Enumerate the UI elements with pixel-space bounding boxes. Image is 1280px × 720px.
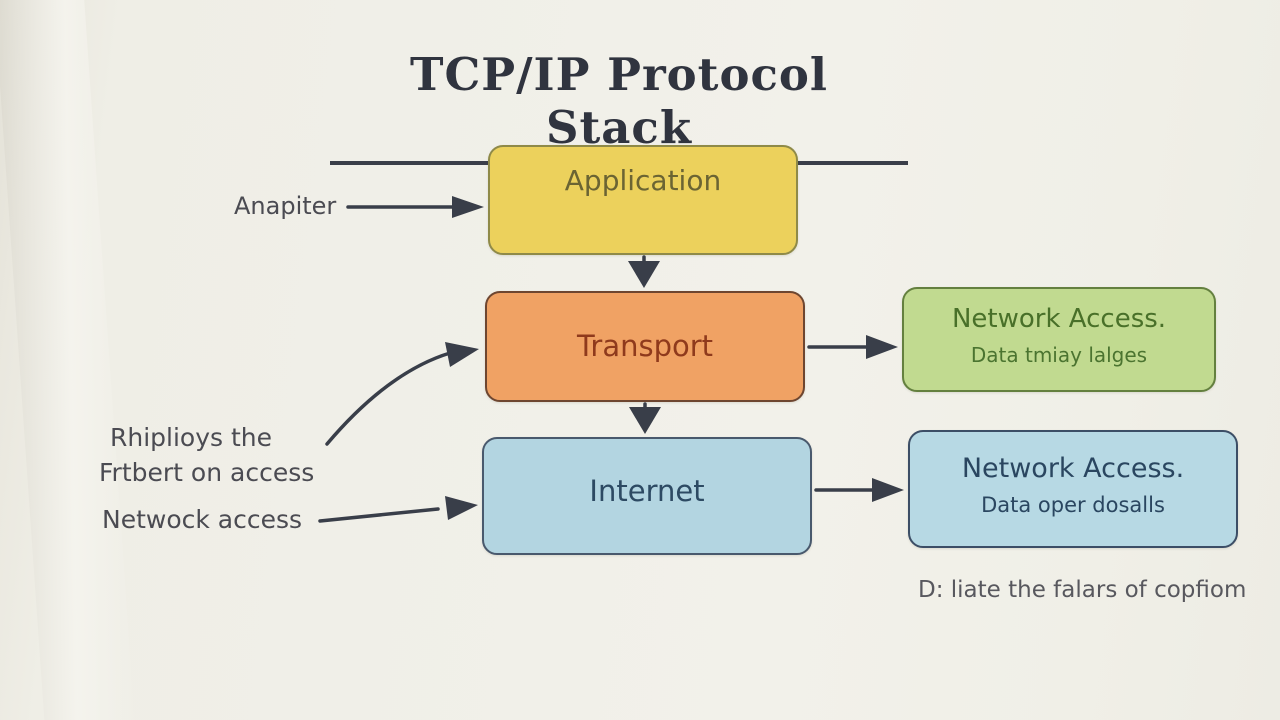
arrow-internet-to-network-access-blue-icon [814, 478, 904, 502]
annotation-rhiplioys-line1: Rhiplioys the [110, 423, 273, 452]
transport-layer-label: Transport [576, 328, 714, 363]
arrow-netwock-to-internet-icon [318, 496, 478, 523]
network-access-green-title: Network Access. [951, 304, 1167, 334]
annotation-rhiplioys-line2: Frtbert on access [99, 458, 315, 487]
arrow-transport-to-network-access-green-icon [807, 335, 898, 359]
network-access-green-box: Network Access. Data tmiay lalges [902, 287, 1216, 392]
arrow-anapiter-to-application-icon [346, 196, 484, 218]
application-layer-label: Application [564, 164, 722, 197]
annotation-anapiter: Anapiter [234, 192, 337, 220]
application-layer-box: Application [488, 145, 798, 255]
network-access-blue-title: Network Access. [961, 453, 1185, 484]
internet-layer-label: Internet [589, 474, 705, 509]
network-access-green-subtitle: Data tmiay lalges [970, 343, 1148, 367]
arrow-transport-to-internet-icon [629, 402, 661, 434]
bottom-caption: D: liate the falars of copfiom [918, 577, 1247, 603]
annotation-netwock-access: Netwock access [102, 505, 303, 534]
network-access-blue-subtitle: Data oper dosalls [981, 493, 1165, 517]
transport-layer-box: Transport [485, 291, 805, 402]
network-access-blue-box: Network Access. Data oper dosalls [908, 430, 1238, 548]
arrow-application-to-transport-icon [628, 255, 660, 288]
curved-arrow-rhiplioys-to-transport-icon [325, 342, 479, 446]
page-fold-shading [0, 0, 138, 720]
internet-layer-box: Internet [482, 437, 812, 555]
